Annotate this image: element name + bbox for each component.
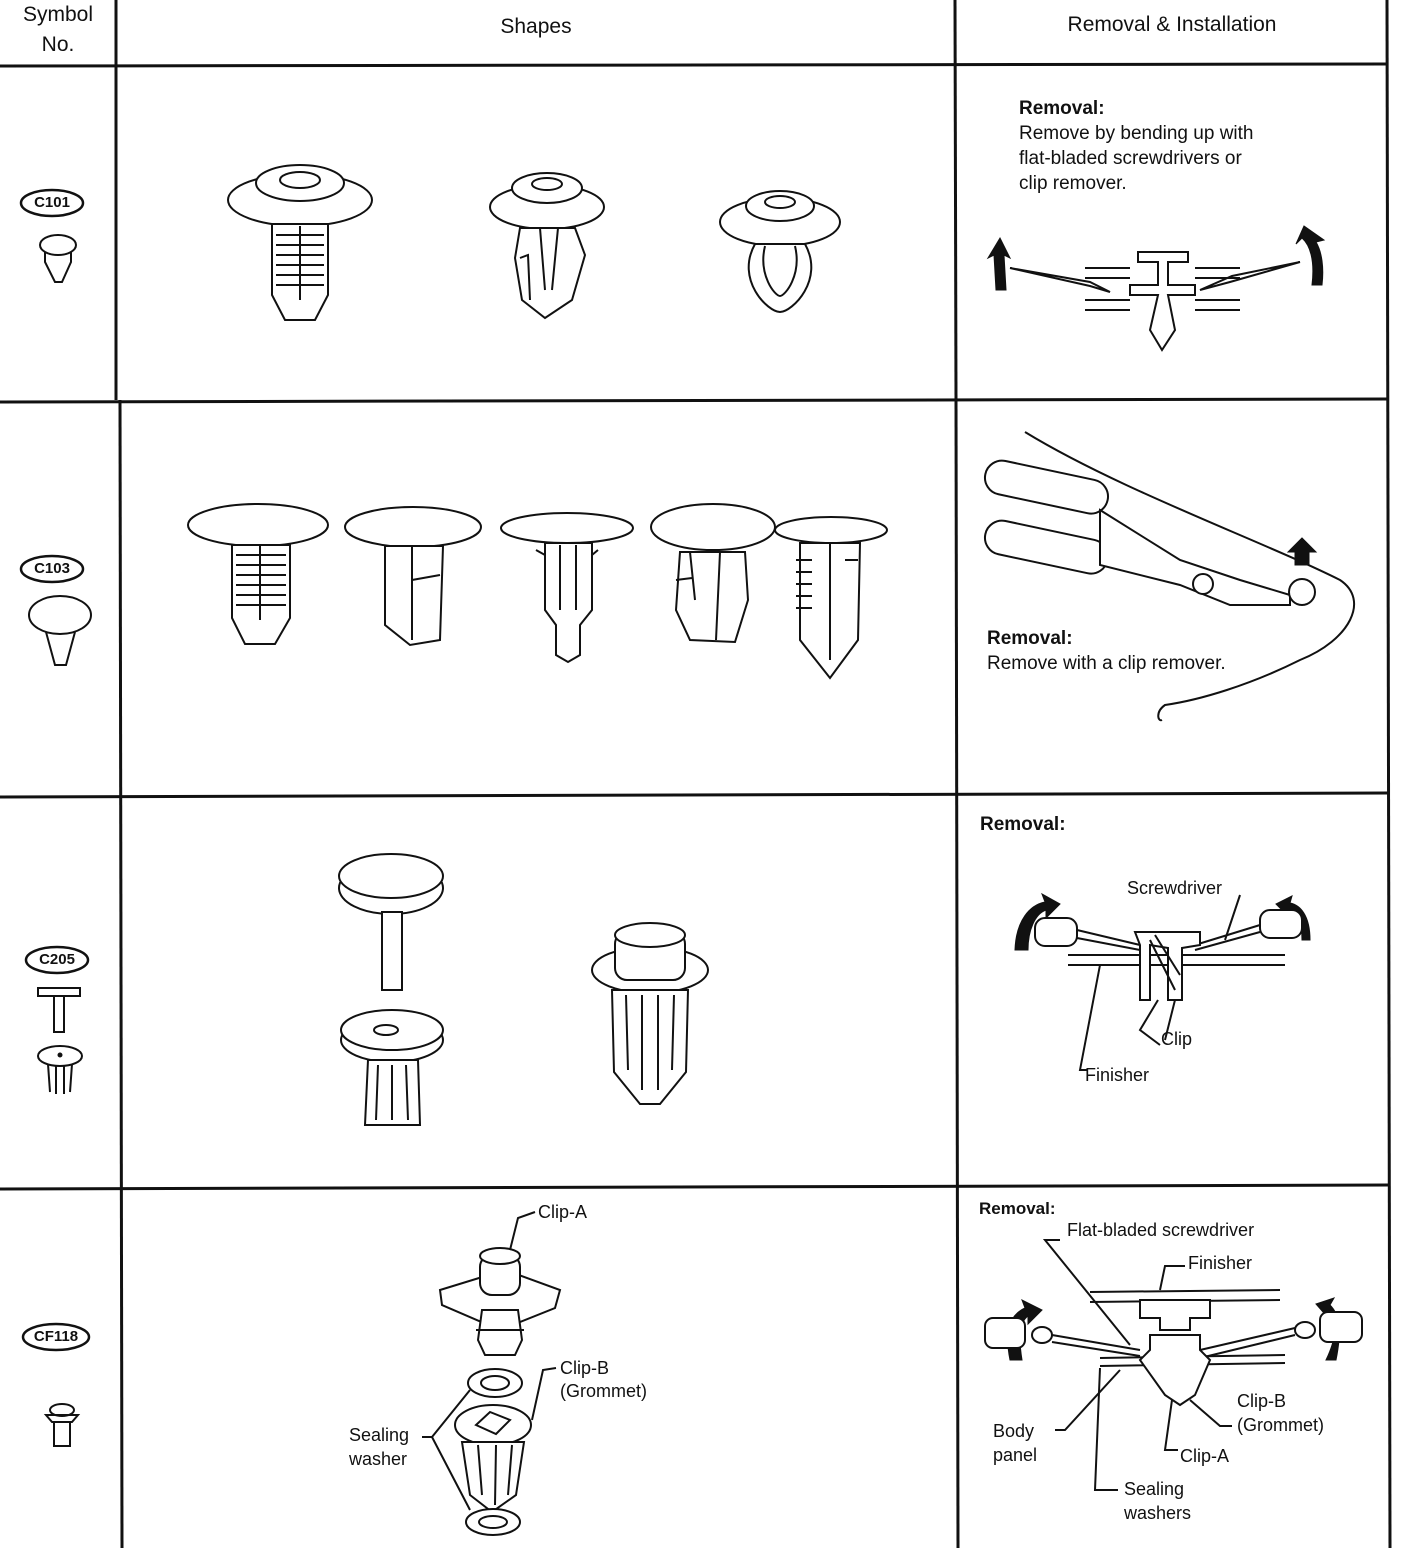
cf118-label-sealing: Sealing: [1124, 1479, 1185, 1499]
c103-symbol-label: C103: [34, 560, 70, 577]
c205-symbol-badge: [24, 945, 90, 975]
c205-shape-assembled-icon: [591, 922, 709, 1105]
header-symbol-line2: No.: [41, 33, 75, 56]
cf118-washer-bottom-icon: [465, 1508, 521, 1536]
c205-symbol-icon: [37, 987, 83, 1094]
c101-removal-line-3: clip remover.: [1019, 173, 1127, 194]
c101-shape-2-icon: [489, 172, 605, 320]
c205-removal-diagram: [1014, 892, 1311, 1071]
c205-shape-pin-icon: [338, 853, 444, 991]
c101-shape-3-icon: [719, 190, 841, 314]
cf118-washer-top-icon: [467, 1368, 523, 1398]
cf118-shape-label-washer: washer: [349, 1449, 408, 1469]
c101-shape-1-icon: [227, 164, 373, 321]
c103-shape-3-icon: [500, 512, 634, 664]
cf118-label-body: Body: [993, 1421, 1035, 1441]
cf118-shape-label-clip-b: Clip-B: [560, 1358, 610, 1378]
c205-removal-title: Removal:: [980, 814, 1066, 835]
cf118-label-grommet: (Grommet): [1237, 1415, 1324, 1435]
c103-symbol-icon: [28, 595, 92, 666]
cf118-removal-title: Removal:: [979, 1199, 1056, 1218]
c205-label-screwdriver: Screwdriver: [1127, 878, 1223, 898]
cf118-symbol-badge: [21, 1322, 91, 1352]
cf118-clip-a-icon: [438, 1247, 562, 1356]
cf118-label-clip-a: Clip-A: [1180, 1446, 1230, 1466]
c101-removal-title: Removal:: [1019, 98, 1105, 119]
c103-shape-2-icon: [344, 506, 482, 647]
c103-symbol-badge: [19, 554, 85, 584]
c103-removal-title: Removal:: [987, 628, 1073, 649]
c205-shape-grommet-icon: [340, 1009, 444, 1126]
cf118-label-washers: washers: [1124, 1503, 1192, 1523]
c101-symbol-badge: [19, 188, 85, 218]
cf118-clip-b-icon: [454, 1404, 532, 1514]
cf118-label-clip-b: Clip-B: [1237, 1391, 1287, 1411]
c101-removal-diagram: [986, 225, 1326, 352]
cf118-shape-label-clip-a: Clip-A: [538, 1202, 588, 1222]
cf118-symbol-icon: [43, 1403, 81, 1447]
c101-removal-line-1: Remove by bending up with: [1019, 123, 1254, 144]
cf118-label-finisher: Finisher: [1188, 1253, 1253, 1273]
cf118-shape-leader-lines: [422, 1211, 557, 1511]
header-removal-installation: Removal & Installation: [1067, 13, 1277, 36]
cf118-label-flat-bladed: Flat-bladed screwdriver: [1067, 1220, 1255, 1240]
c101-symbol-label: C101: [34, 194, 70, 211]
cf118-symbol-label: CF118: [33, 1328, 79, 1345]
c205-label-finisher: Finisher: [1085, 1065, 1150, 1085]
c205-symbol-label: C205: [39, 951, 75, 968]
c103-shape-1-icon: [187, 503, 329, 645]
header-symbol-no: Symbol No.: [0, 0, 116, 60]
c103-removal-diagram: [983, 431, 1356, 722]
cf118-label-panel: panel: [993, 1445, 1038, 1465]
cf118-removal-diagram: [984, 1239, 1363, 1491]
cf118-shape-label-sealing: Sealing: [349, 1425, 410, 1445]
cf118-shape-label-grommet: (Grommet): [560, 1381, 647, 1401]
header-symbol-line1: Symbol: [22, 3, 94, 26]
header-shapes: Shapes: [500, 15, 572, 38]
c101-symbol-icon: [39, 234, 77, 283]
c101-removal-line-2: flat-bladed screwdrivers or: [1019, 148, 1242, 169]
c103-shape-5-icon: [774, 516, 888, 680]
c205-label-clip: Clip: [1161, 1029, 1193, 1049]
c103-removal-line-1: Remove with a clip remover.: [987, 653, 1226, 674]
c103-shape-4-icon: [650, 503, 776, 644]
